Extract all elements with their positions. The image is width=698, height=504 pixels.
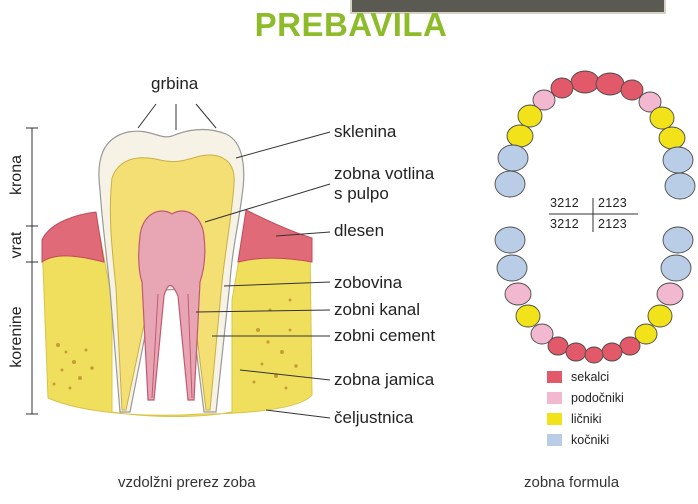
label-krona: krona [8, 154, 25, 196]
page-title: PREBAVILA [254, 6, 448, 43]
label-pulpa-2: s pulpo [334, 184, 389, 203]
legend-item-podocniki: podočniki [547, 390, 624, 406]
label-korenine: korenine [8, 306, 25, 368]
section-bracket [26, 127, 38, 415]
caption-dental-formula: zobna formula [524, 474, 620, 491]
legend-item-kocniki: kočniki [547, 432, 609, 448]
formula-upper-right: 2123 [598, 196, 628, 210]
legend-label: ličniki [571, 412, 602, 426]
pulp [138, 210, 206, 401]
gum-right [237, 209, 313, 263]
formula-upper-left: 3212 [550, 196, 580, 210]
tooth-diagram [41, 128, 313, 417]
dental-arch [494, 70, 696, 364]
formula-lower-left: 3212 [550, 217, 580, 231]
caption-cross-section: vzdolžni prerez zoba [118, 474, 256, 491]
legend-swatch [547, 434, 562, 446]
label-dlesen: dlesen [334, 221, 385, 240]
formula-cross [549, 198, 638, 232]
label-grbina: grbina [151, 74, 199, 93]
bone-speckles [52, 298, 298, 390]
leader-lines [195, 131, 331, 419]
label-zobovina: zobovina [334, 273, 403, 292]
legend-swatch [547, 392, 562, 404]
legend-item-sekalci: sekalci [547, 369, 609, 385]
gum-left [41, 211, 105, 263]
grbina-pointers [137, 103, 217, 130]
label-zobni-cement: zobni cement [334, 326, 436, 345]
legend-item-licniki: ličniki [547, 411, 602, 427]
legend-label: podočniki [571, 391, 624, 405]
legend-label: sekalci [571, 370, 610, 384]
header-bar [350, 0, 666, 14]
formula-lower-right: 2123 [598, 217, 628, 231]
label-zobni-kanal: zobni kanal [334, 300, 421, 319]
label-pulpa-1: zobna votlina [334, 164, 435, 183]
label-zobna-jamica: zobna jamica [334, 370, 435, 389]
legend-label: kočniki [571, 433, 610, 447]
legend-swatch [547, 371, 562, 383]
label-celjustnica: čeljustnica [334, 408, 414, 427]
dentin [109, 154, 235, 411]
label-sklenina: sklenina [334, 122, 397, 141]
label-vrat: vrat [8, 231, 25, 259]
legend-swatch [547, 413, 562, 425]
